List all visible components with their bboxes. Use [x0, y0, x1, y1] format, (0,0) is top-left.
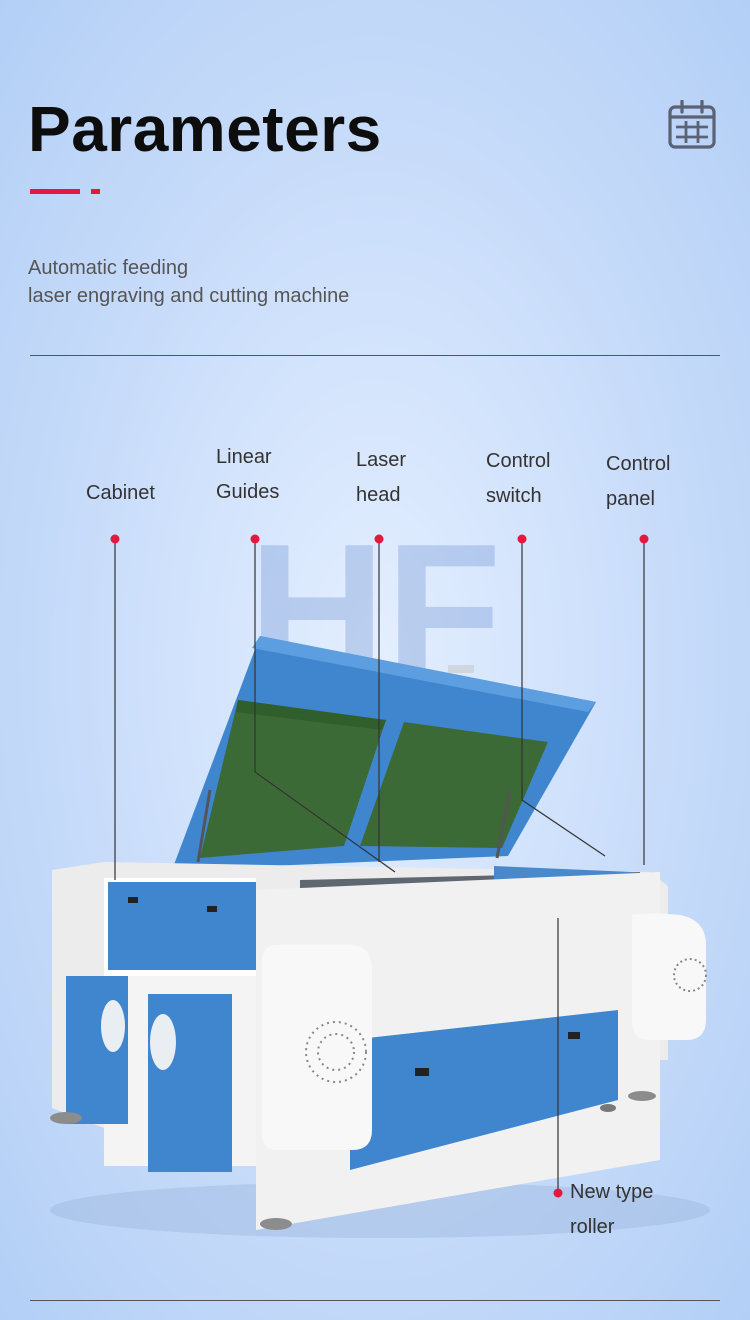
label-linear-guides: Linear Guides — [216, 440, 279, 510]
product-subtitle: Automatic feeding laser engraving and cu… — [28, 254, 349, 310]
label-roller-line-1: New type — [570, 1181, 654, 1203]
label-laser-head: Laser head — [356, 443, 406, 513]
title-accent-bar — [30, 189, 80, 194]
callout-dot-roller — [553, 1188, 563, 1198]
top-divider — [30, 355, 720, 356]
label-control-panel-line-2: panel — [606, 488, 655, 510]
roller-end-cap — [262, 945, 372, 1150]
label-linear-guides-line-1: Linear — [216, 446, 272, 468]
label-roller-line-2: roller — [570, 1216, 615, 1238]
callout-dots — [110, 534, 649, 1198]
callout-dot-linear-guides — [250, 534, 260, 544]
title-accent-dot — [91, 189, 100, 194]
label-control-switch-line-2: switch — [486, 485, 542, 507]
callout-lines — [114, 539, 645, 1193]
calendar-icon — [668, 100, 716, 149]
page-title: Parameters — [28, 93, 382, 165]
label-laser-head-line-2: head — [356, 484, 401, 506]
machine-lid — [172, 636, 596, 870]
label-new-type-roller: New type roller — [570, 1175, 653, 1245]
label-laser-head-line-1: Laser — [356, 449, 407, 471]
subtitle-line-2: laser engraving and cutting machine — [28, 285, 350, 307]
label-linear-guides-line-2: Guides — [216, 481, 280, 503]
label-control-panel-line-1: Control — [606, 453, 671, 475]
label-control-panel: Control panel — [606, 447, 670, 517]
callout-dot-control-switch — [517, 534, 527, 544]
label-control-switch: Control switch — [486, 444, 550, 514]
callout-dot-laser-head — [374, 534, 384, 544]
label-control-switch-line-1: Control — [486, 450, 551, 472]
callout-dot-control-panel — [639, 534, 649, 544]
callout-dot-cabinet — [110, 534, 120, 544]
bottom-divider — [30, 1300, 720, 1301]
label-cabinet-text: Cabinet — [86, 482, 155, 504]
subtitle-line-1: Automatic feeding — [28, 257, 189, 279]
label-cabinet: Cabinet — [86, 476, 155, 511]
